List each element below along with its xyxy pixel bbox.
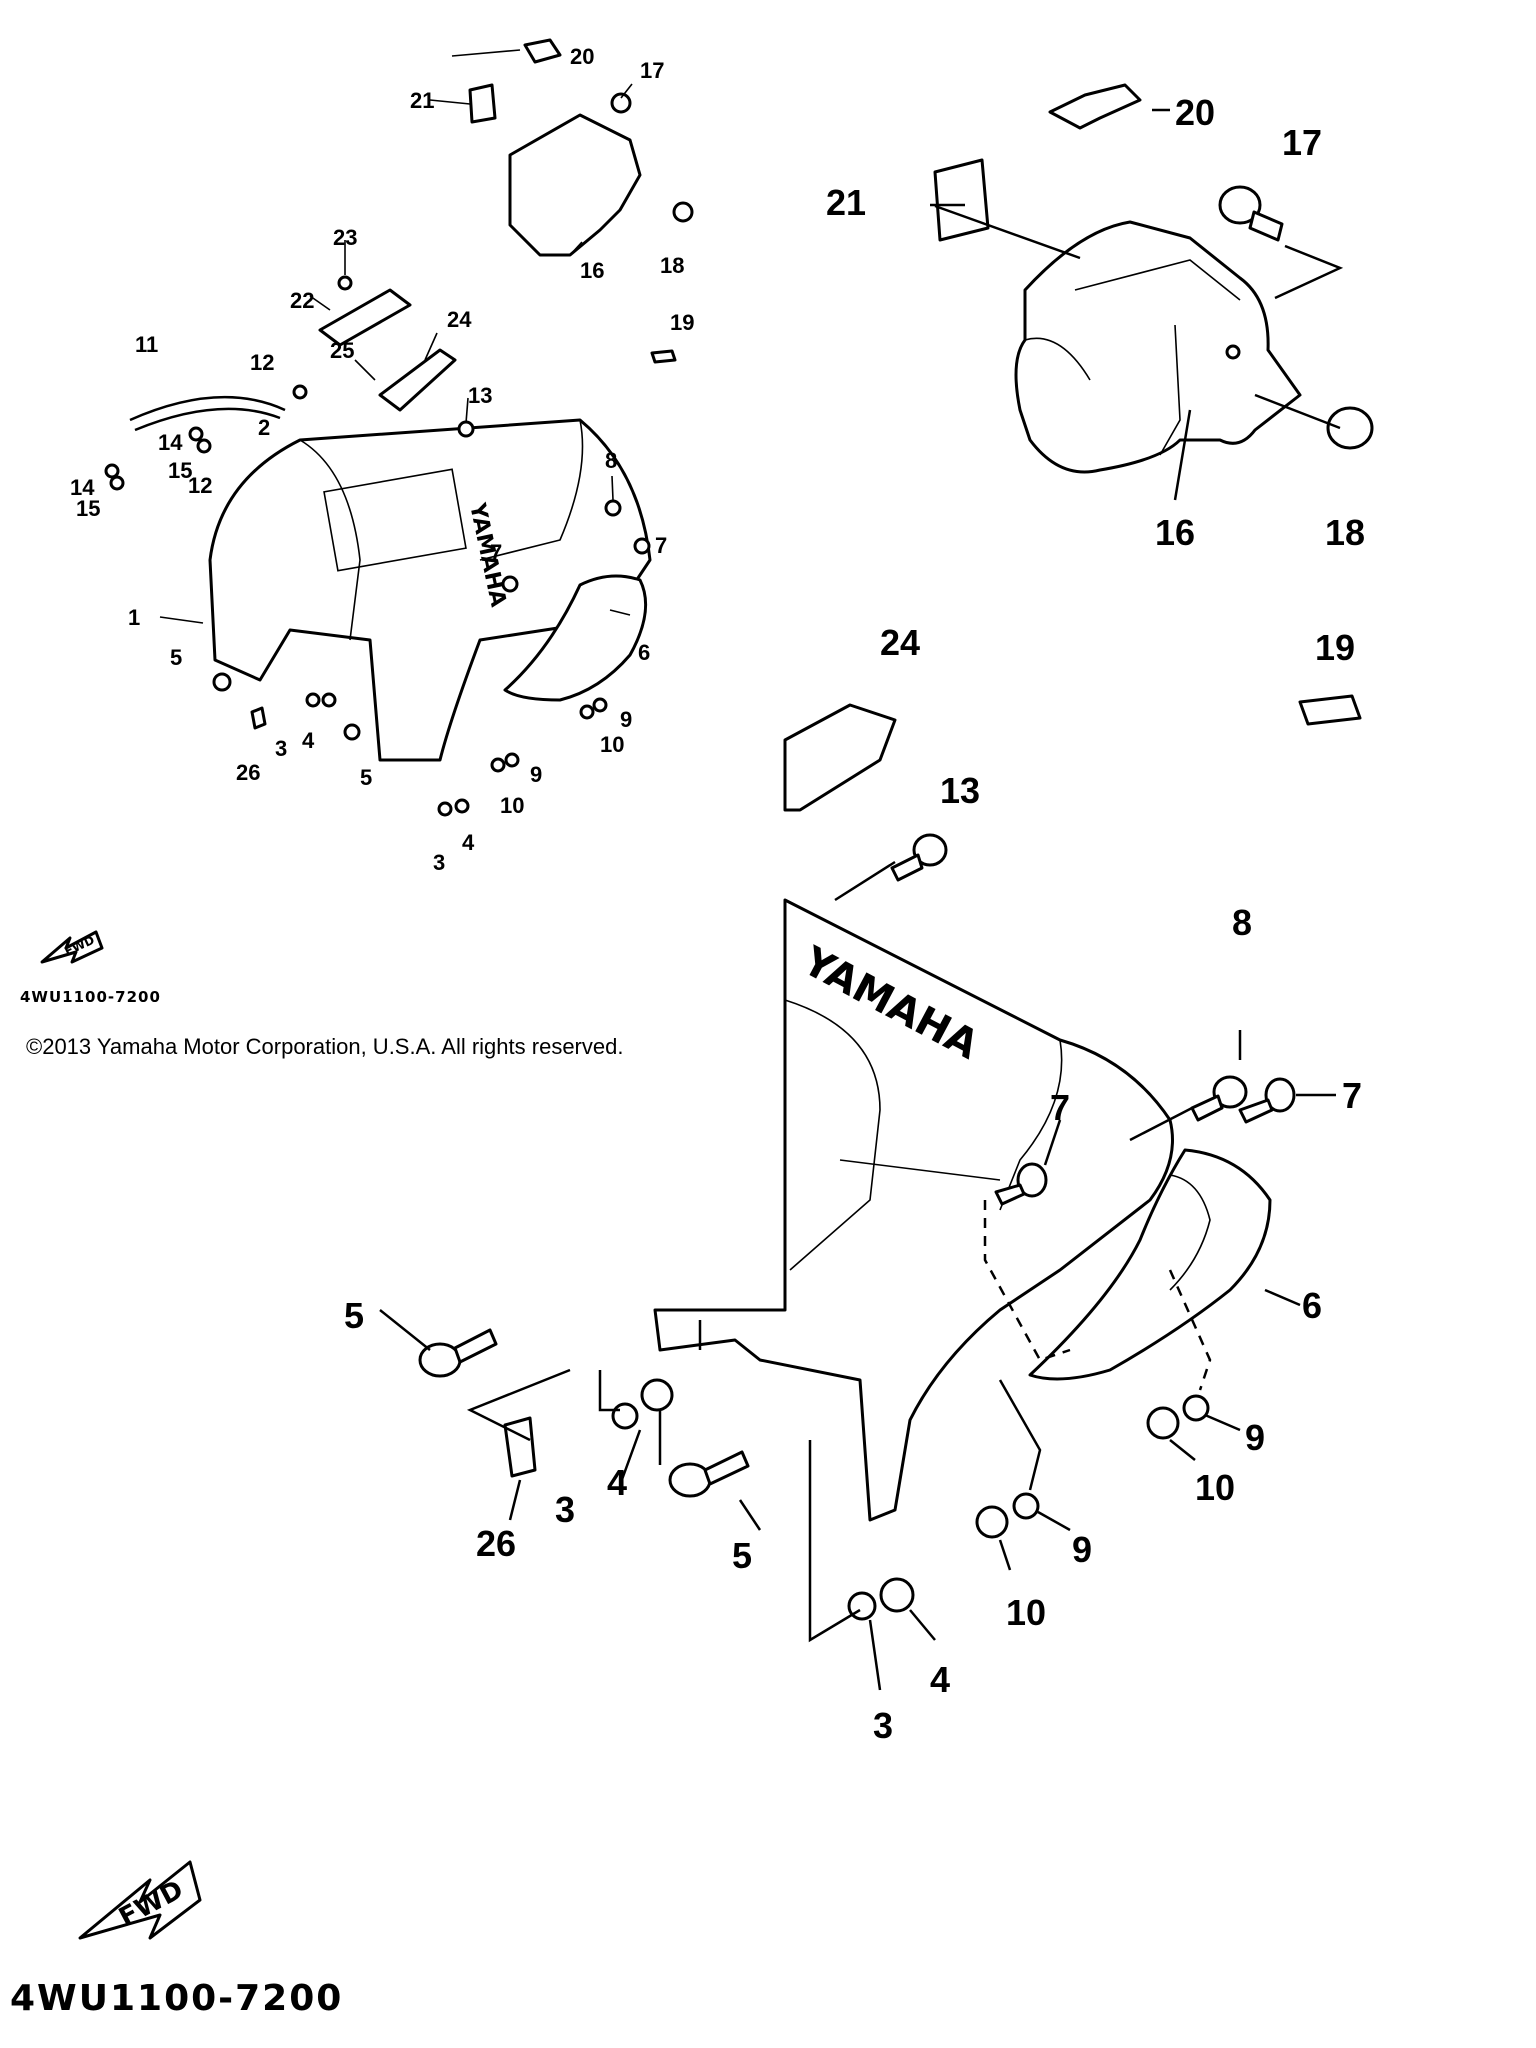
pad-overview	[650, 349, 677, 364]
callout-5b: 5	[360, 765, 372, 790]
washer-3a	[611, 1402, 639, 1430]
callout-large-4a: 4	[607, 1462, 627, 1503]
clip-overview	[523, 38, 562, 64]
decal-26	[503, 1416, 537, 1478]
callout-2: 2	[258, 415, 270, 440]
nut-10a	[1146, 1406, 1180, 1440]
callout-3b: 3	[433, 850, 445, 875]
side-cover-16	[1014, 220, 1302, 474]
bracket-overview	[378, 348, 457, 412]
callout-7b: 7	[655, 533, 667, 558]
bolt-7a	[1238, 1077, 1296, 1124]
bracket-24	[783, 703, 897, 812]
callout-3a: 3	[275, 736, 287, 761]
callout-20: 20	[570, 44, 594, 69]
callout-14b: 14	[70, 475, 95, 500]
callout-15b: 15	[76, 496, 100, 521]
fwd-arrow-icon-small: FWD	[40, 930, 104, 964]
callout-8: 8	[605, 448, 617, 473]
flap-overview	[318, 288, 412, 347]
callout-large-9a: 9	[1245, 1417, 1265, 1458]
callout-7a: 7	[490, 540, 502, 565]
callout-large-10b: 10	[1006, 1592, 1046, 1633]
decal-overview	[250, 706, 267, 730]
fwd-arrow-icon-large: FWD	[78, 1860, 202, 1940]
washer-9a	[1182, 1394, 1210, 1422]
callout-large-26: 26	[476, 1523, 516, 1564]
label-21	[933, 158, 990, 242]
rear-fender-overview	[208, 418, 652, 762]
callout-large-16: 16	[1155, 512, 1195, 553]
part-code-large: 4WU1100-7200	[10, 1978, 344, 2019]
bolt-5b	[668, 1450, 750, 1498]
reflector-overview	[503, 574, 648, 702]
bolt-7b	[994, 1162, 1048, 1206]
strap-overview	[129, 395, 286, 422]
callout-large-19: 19	[1315, 627, 1355, 668]
brand-embossed: YAMAHA	[794, 938, 985, 1069]
callout-large-18: 18	[1325, 512, 1365, 553]
callout-large-3b: 3	[873, 1705, 893, 1746]
callout-large-4b: 4	[930, 1659, 950, 1700]
callout-large-5b: 5	[732, 1535, 752, 1576]
callout-large-9b: 9	[1072, 1529, 1092, 1570]
callout-18: 18	[660, 253, 684, 278]
callout-21: 21	[410, 88, 434, 113]
bolt-5a	[418, 1328, 498, 1378]
callout-11: 11	[135, 332, 158, 357]
callout-large-24: 24	[880, 622, 920, 663]
callout-large-7a: 7	[1342, 1075, 1362, 1116]
nut-18	[1326, 406, 1374, 450]
callout-9a: 9	[620, 707, 632, 732]
callout-large-20: 20	[1175, 92, 1215, 133]
callout-1: 1	[128, 605, 140, 630]
copyright-notice: ©2013 Yamaha Motor Corporation, U.S.A. A…	[26, 1034, 624, 1059]
bolt-8	[1190, 1075, 1248, 1122]
callout-12a: 12	[250, 350, 274, 375]
clip-20	[1048, 83, 1142, 130]
callout-large-3a: 3	[555, 1489, 575, 1530]
callout-25: 25	[330, 338, 354, 363]
bolt-17	[1218, 185, 1284, 242]
callout-large-7b: 7	[1050, 1087, 1070, 1128]
washer-9b	[1012, 1492, 1040, 1520]
callout-6: 6	[638, 640, 650, 665]
washer-3b	[847, 1591, 877, 1621]
callout-16: 16	[580, 258, 604, 283]
callout-19: 19	[670, 310, 694, 335]
callout-10a: 10	[600, 732, 624, 757]
callout-5a: 5	[170, 645, 182, 670]
callout-large-21: 21	[826, 182, 866, 223]
callout-large-6: 6	[1302, 1285, 1322, 1326]
nut-10b	[975, 1505, 1009, 1539]
callout-4a: 4	[302, 728, 315, 753]
nut-4a	[640, 1378, 674, 1412]
callout-large-10a: 10	[1195, 1467, 1235, 1508]
callout-24: 24	[447, 307, 472, 332]
callout-large-8: 8	[1232, 902, 1252, 943]
callout-17: 17	[640, 58, 664, 83]
callout-large-13: 13	[940, 770, 980, 811]
overview-diagram: YAMAHA 20 17 21 16 18 19 23 22 24	[40, 38, 694, 964]
callout-26: 26	[236, 760, 260, 785]
callout-13: 13	[468, 383, 492, 408]
nut-4b	[879, 1577, 915, 1613]
callout-10b: 10	[500, 793, 524, 818]
callout-23: 23	[333, 225, 357, 250]
callout-large-5a: 5	[344, 1295, 364, 1336]
callout-12b: 12	[188, 473, 212, 498]
reflector-6	[1028, 1148, 1272, 1381]
callout-9b: 9	[530, 762, 542, 787]
callout-14a: 14	[158, 430, 183, 455]
callout-22: 22	[290, 288, 314, 313]
bolt-13	[890, 833, 948, 882]
callout-15a: 15	[168, 458, 192, 483]
fwd-label-large: FWD	[114, 1875, 188, 1933]
pad-19	[1298, 694, 1362, 726]
label-overview	[468, 83, 497, 124]
callout-4b: 4	[462, 830, 475, 855]
callout-large-17: 17	[1282, 122, 1322, 163]
part-code-small: 4WU1100-7200	[20, 988, 161, 1006]
side-cover-overview	[508, 113, 642, 257]
